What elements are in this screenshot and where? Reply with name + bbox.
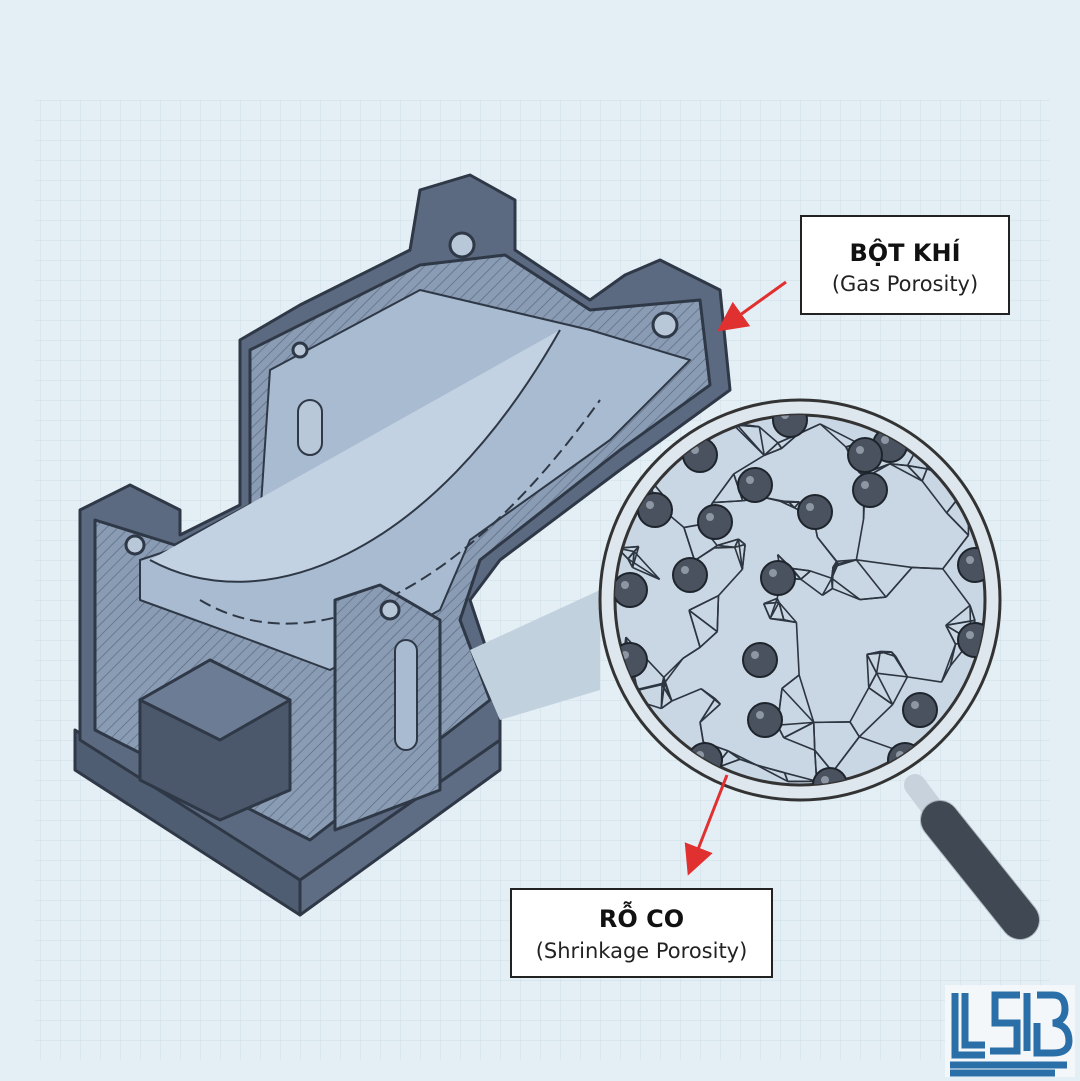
- pore-highlight: [646, 501, 654, 509]
- gas-porosity-subtitle: (Gas Porosity): [802, 269, 1008, 299]
- lsb-logo: [945, 985, 1075, 1077]
- gas-pore: [738, 468, 772, 502]
- pore-highlight: [769, 569, 777, 577]
- gas-porosity-title: BỘT KHÍ: [802, 237, 1008, 269]
- gas-pore: [903, 693, 937, 727]
- gas-pore: [798, 495, 832, 529]
- gas-pore: [698, 505, 732, 539]
- gas-pore: [853, 473, 887, 507]
- grain-boundary: [770, 619, 784, 620]
- gas-pore: [848, 438, 882, 472]
- gas-pore: [613, 573, 647, 607]
- pore-highlight: [911, 701, 919, 709]
- pore-highlight: [806, 503, 814, 511]
- shrinkage-porosity-title: RỖ CO: [512, 902, 771, 936]
- pore-highlight: [861, 481, 869, 489]
- pore-highlight: [821, 776, 829, 784]
- pore-highlight: [856, 446, 864, 454]
- gas-pore: [743, 643, 777, 677]
- pore-highlight: [966, 556, 974, 564]
- pore-highlight: [756, 711, 764, 719]
- gas-pore: [761, 561, 795, 595]
- lsb-logo-icon: [945, 985, 1075, 1077]
- shrinkage-porosity-subtitle: (Shrinkage Porosity): [512, 936, 771, 966]
- pore-highlight: [966, 631, 974, 639]
- pore-highlight: [706, 513, 714, 521]
- pore-highlight: [681, 566, 689, 574]
- pore-highlight: [621, 581, 629, 589]
- gas-porosity-label: BỘT KHÍ (Gas Porosity): [800, 215, 1010, 315]
- pore-highlight: [881, 436, 889, 444]
- gas-pore: [748, 703, 782, 737]
- gas-pore: [673, 558, 707, 592]
- pore-highlight: [746, 476, 754, 484]
- shrinkage-porosity-label: RỖ CO (Shrinkage Porosity): [510, 888, 773, 978]
- grain-boundary: [814, 722, 815, 750]
- pore-highlight: [751, 651, 759, 659]
